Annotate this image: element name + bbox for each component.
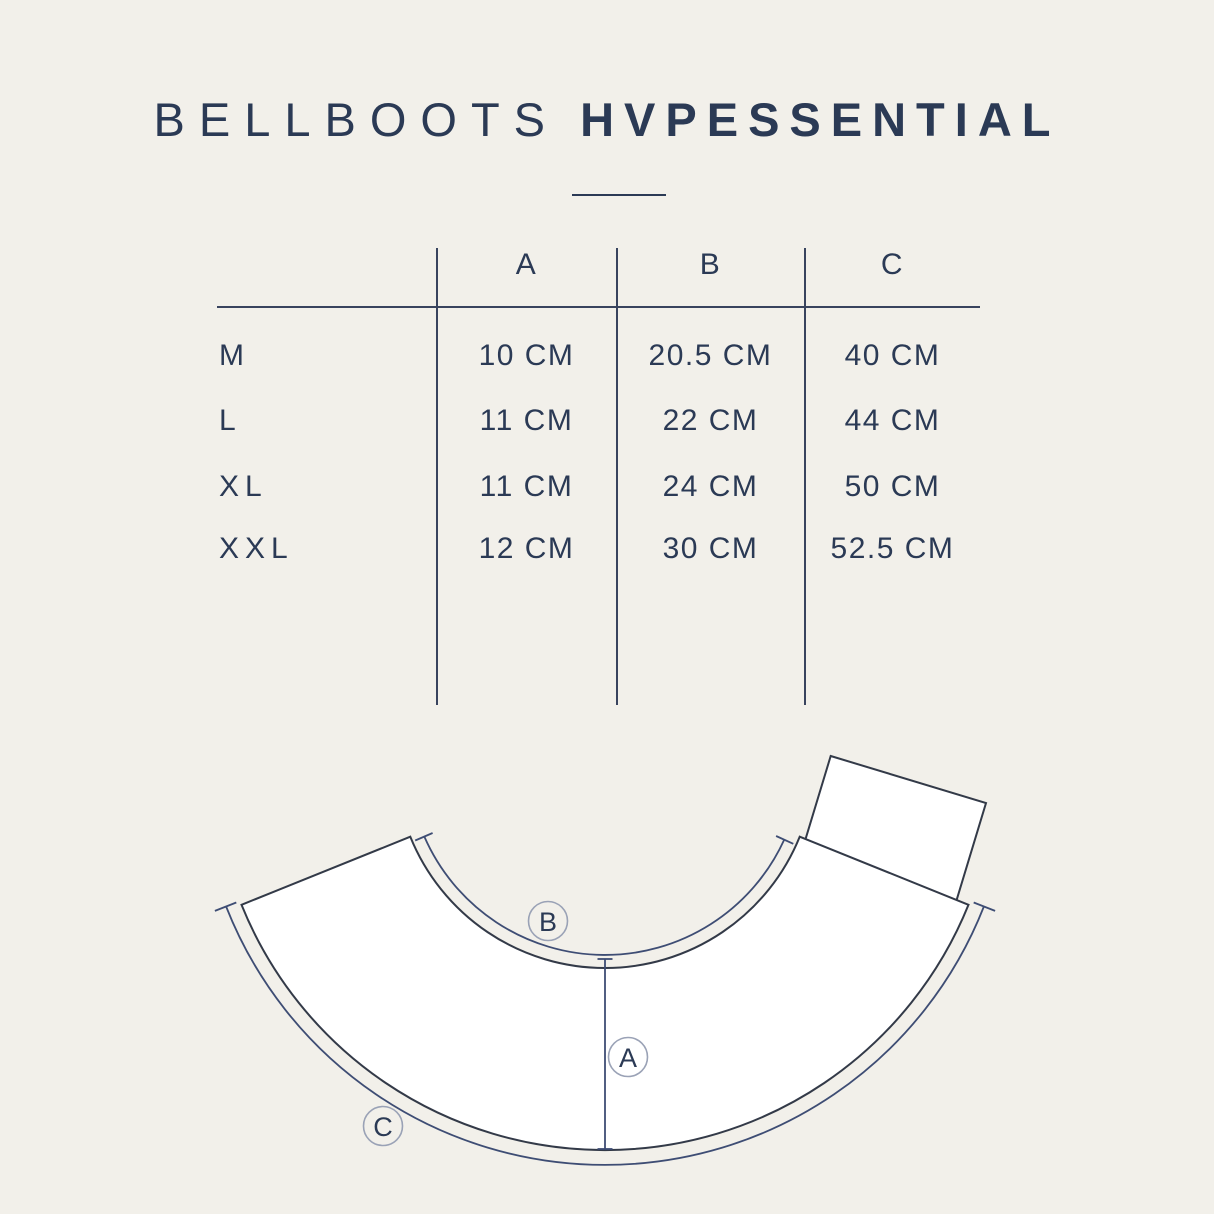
table-cell: 22 CM: [662, 404, 759, 437]
table-cell: 50 CM: [844, 470, 941, 503]
column-header-a: A: [515, 248, 538, 281]
product-name: HVPESSENTIAL: [580, 93, 1061, 146]
table-header-line: [217, 306, 980, 308]
label-b-text: B: [539, 907, 557, 937]
row-size-label: M: [219, 339, 250, 372]
table-cell: 24 CM: [662, 470, 759, 503]
brand-name: BELLBOOTS: [153, 93, 560, 146]
table-cell: 12 CM: [478, 532, 575, 565]
table-cell: 10 CM: [478, 339, 575, 372]
dimension-b-tick-left: [414, 832, 433, 842]
label-b-circle: [527, 900, 569, 942]
row-size-label: XL: [219, 470, 268, 503]
label-a-circle: [607, 1036, 649, 1078]
column-header-c: C: [880, 248, 905, 281]
table-column-line-3: [804, 248, 806, 705]
table-cell: 44 CM: [844, 404, 941, 437]
table-cell: 11 CM: [479, 404, 574, 437]
table-column-line-2: [616, 248, 618, 705]
table-column-line-1: [436, 248, 438, 705]
dimension-b-tick-right: [775, 835, 794, 845]
label-a-text: A: [619, 1043, 637, 1073]
dimension-c-tick-left: [214, 901, 237, 912]
label-c-text: C: [373, 1112, 393, 1142]
page-title: BELLBOOTS HVPESSENTIAL: [0, 94, 1214, 146]
label-c-circle: [362, 1105, 404, 1147]
table-cell: 11 CM: [479, 470, 574, 503]
table-cell: 40 CM: [844, 339, 941, 372]
table-cell: 52.5 CM: [830, 532, 955, 565]
row-size-label: XXL: [219, 532, 294, 565]
column-header-b: B: [699, 248, 722, 281]
table-cell: 30 CM: [662, 532, 759, 565]
row-size-label: L: [219, 404, 242, 437]
table-cell: 20.5 CM: [648, 339, 773, 372]
dimension-c-tick-right: [973, 901, 996, 912]
dimension-b-curve: [423, 836, 786, 956]
title-divider: [572, 194, 666, 196]
dimension-c-curve: [225, 906, 985, 1166]
